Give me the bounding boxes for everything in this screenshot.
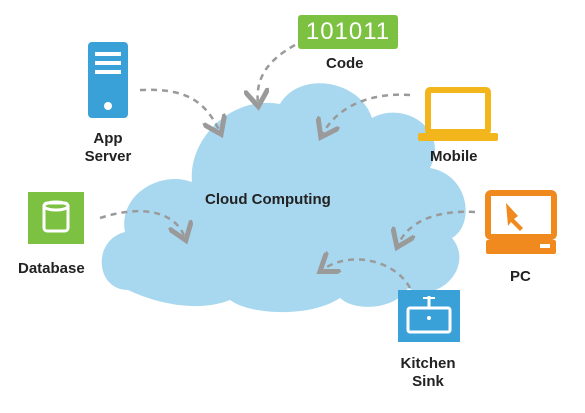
connection-arrows xyxy=(99,43,476,289)
arrow-database xyxy=(99,209,185,238)
cloud-computing-label: Cloud Computing xyxy=(205,191,331,208)
kitchen-sink-label-line2: Sink xyxy=(412,373,444,390)
sink-icon xyxy=(398,290,460,342)
app-server-label-line2: Server xyxy=(84,148,132,165)
arrow-mobile xyxy=(322,93,411,135)
arrow-pc xyxy=(398,210,476,245)
desktop-pc-icon xyxy=(485,190,557,254)
kitchen-sink-label-line1: Kitchen xyxy=(400,355,456,372)
mobile-label: Mobile xyxy=(430,148,478,165)
server-icon xyxy=(88,42,128,118)
arrow-app-server xyxy=(139,88,220,132)
arrow-code xyxy=(258,43,296,104)
pc-label: PC xyxy=(510,268,531,285)
database-label: Database xyxy=(18,260,85,277)
arrow-kitchen-sink xyxy=(322,260,412,289)
app-server-label: App Server xyxy=(78,130,138,166)
app-server-label-line1: App xyxy=(93,130,123,147)
cloud-shape xyxy=(101,83,466,313)
laptop-icon xyxy=(418,87,498,141)
code-badge-icon xyxy=(298,15,398,49)
code-badge-value: 101011 xyxy=(305,18,391,45)
kitchen-sink-label: Kitchen Sink xyxy=(396,355,460,391)
code-label: Code xyxy=(326,55,364,72)
database-icon xyxy=(28,192,84,244)
